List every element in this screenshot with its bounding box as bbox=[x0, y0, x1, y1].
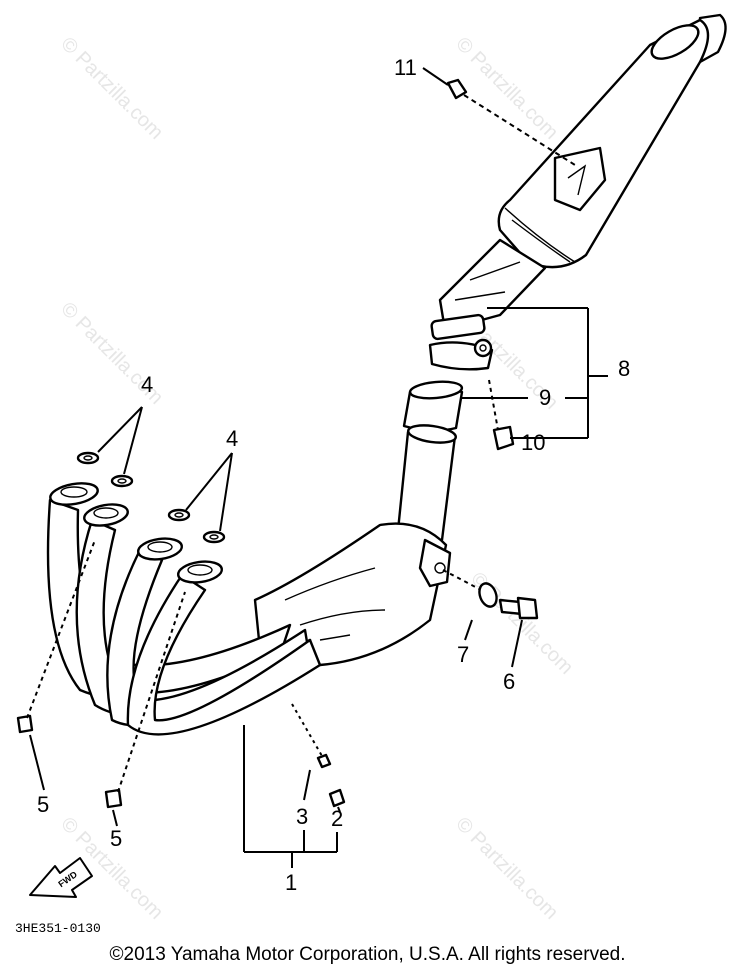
watermark-2: © Partzilla.com bbox=[451, 33, 562, 144]
small-screws bbox=[291, 703, 346, 808]
callout-1: 1 bbox=[285, 870, 297, 895]
callout-8: 8 bbox=[618, 356, 630, 381]
callout-11: 11 bbox=[394, 55, 417, 80]
callouts: 11 8 9 10 4 4 7 6 5 5 3 2 1 bbox=[37, 55, 630, 895]
header-pipes bbox=[46, 482, 322, 736]
muffler bbox=[497, 13, 727, 269]
watermarks: © Partzilla.com © Partzilla.com © Partzi… bbox=[56, 33, 577, 924]
forward-arrow-icon: FWD bbox=[29, 857, 93, 898]
callout-4a: 4 bbox=[141, 372, 153, 397]
callout-10: 10 bbox=[521, 430, 545, 455]
callout-6: 6 bbox=[503, 669, 515, 694]
bolt-10 bbox=[488, 379, 515, 451]
callout-3: 3 bbox=[296, 804, 308, 829]
callout-4b: 4 bbox=[226, 426, 238, 451]
header-flanges bbox=[49, 482, 224, 584]
mid-pipe bbox=[428, 238, 547, 371]
copyright-notice: ©2013 Yamaha Motor Corporation, U.S.A. A… bbox=[109, 944, 626, 965]
washer-and-bolt bbox=[442, 569, 539, 620]
watermark-7: © Partzilla.com bbox=[451, 813, 562, 924]
header-nuts bbox=[16, 539, 186, 809]
callout-7: 7 bbox=[457, 642, 469, 667]
callout-2: 2 bbox=[331, 806, 343, 831]
callout-9: 9 bbox=[539, 385, 551, 410]
bolt-11 bbox=[446, 78, 576, 166]
callout-5a: 5 bbox=[37, 792, 49, 817]
part-code: 3HE351-0130 bbox=[15, 921, 101, 936]
callout-5b: 5 bbox=[110, 826, 122, 851]
gasket bbox=[402, 380, 464, 432]
leader-lines bbox=[29, 67, 608, 868]
header-gaskets bbox=[76, 451, 226, 544]
exhaust-collector bbox=[253, 424, 457, 667]
watermark-1: © Partzilla.com bbox=[56, 33, 167, 144]
